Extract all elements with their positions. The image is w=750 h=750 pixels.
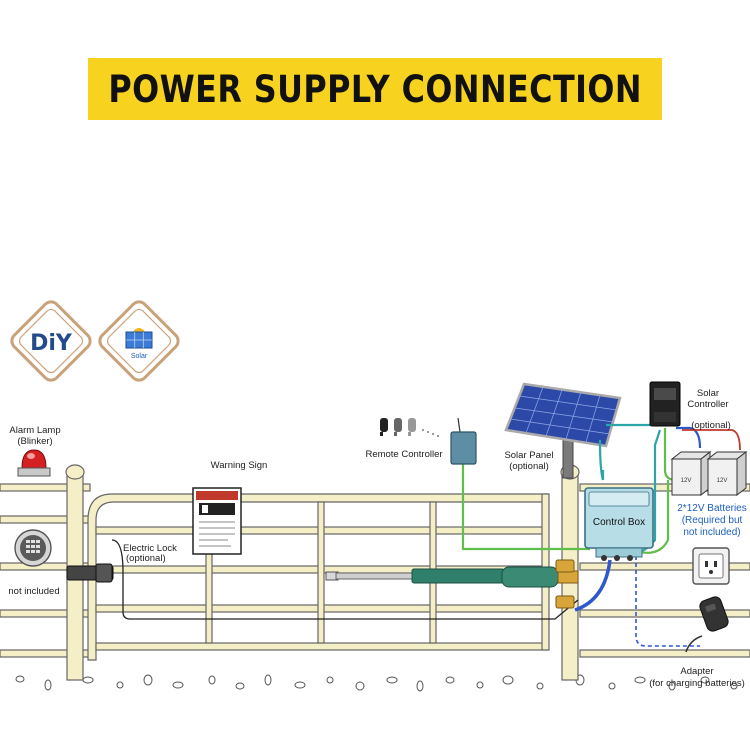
- adapter-icon: Adapter (for charging batteries): [649, 596, 745, 689]
- solar-panel-label-1: Solar Panel: [504, 450, 553, 461]
- warning-sign: [192, 487, 242, 555]
- solar-panel-icon: [125, 331, 153, 349]
- diy-badge-text: DiY: [30, 331, 73, 356]
- receiver-box: [450, 417, 477, 465]
- solar-panel: [504, 382, 622, 479]
- battery-mark-2: 12V: [717, 478, 728, 484]
- control-box-label: Control Box: [593, 517, 645, 528]
- remote-controller-label: Remote Controller: [365, 449, 442, 460]
- solar-controller-label-1: Solar: [697, 388, 719, 399]
- solar-panel-label-2: (optional): [509, 461, 549, 472]
- keypad-not-included-label: not included: [8, 586, 59, 597]
- solar-controller-label-3: (optional): [691, 420, 731, 431]
- diy-badge: DiY: [10, 300, 92, 382]
- batteries-label-1: 2*12V Batteries: [677, 503, 747, 514]
- solar-badge-text: Solar: [131, 353, 148, 360]
- linear-actuator: [325, 566, 579, 588]
- warning-sign-label: Warning Sign: [211, 460, 268, 471]
- keypad-icon: [14, 529, 52, 567]
- adapter-label-2: (for charging batteries): [649, 678, 745, 689]
- electric-lock: Electric Lock (optional): [66, 543, 177, 583]
- batteries-label-3: not included): [683, 527, 740, 538]
- electric-lock-label-2: (optional): [126, 553, 166, 564]
- battery-icon: 12V: [670, 450, 712, 497]
- solar-controller: Solar Controller (optional): [649, 381, 731, 431]
- adapter-label-1: Adapter: [680, 666, 713, 677]
- remote-controller-icons: [380, 418, 439, 437]
- title-banner: POWER SUPPLY CONNECTION: [88, 58, 662, 120]
- outlet-icon: [692, 547, 730, 585]
- ground-stones: [15, 674, 738, 692]
- alarm-lamp-label-1: Alarm Lamp: [9, 425, 60, 436]
- batteries-label-2: (Required but: [682, 515, 743, 526]
- alarm-lamp-icon: [17, 449, 51, 477]
- page-title: POWER SUPPLY CONNECTION: [108, 67, 642, 111]
- solar-badge: Solar: [98, 300, 180, 382]
- batteries: 12V 12V 2*12V Batteries (Required but no…: [670, 450, 748, 538]
- control-box: Control Box: [584, 487, 654, 561]
- electric-lock-label-1: Electric Lock: [123, 543, 177, 554]
- battery-icon: 12V: [706, 450, 748, 497]
- solar-controller-label-2: Controller: [687, 399, 728, 410]
- gate-hinges: [555, 559, 575, 609]
- battery-mark-1: 12V: [681, 478, 692, 484]
- alarm-lamp-label-2: (Blinker): [17, 436, 52, 447]
- fence-rails: [0, 483, 750, 658]
